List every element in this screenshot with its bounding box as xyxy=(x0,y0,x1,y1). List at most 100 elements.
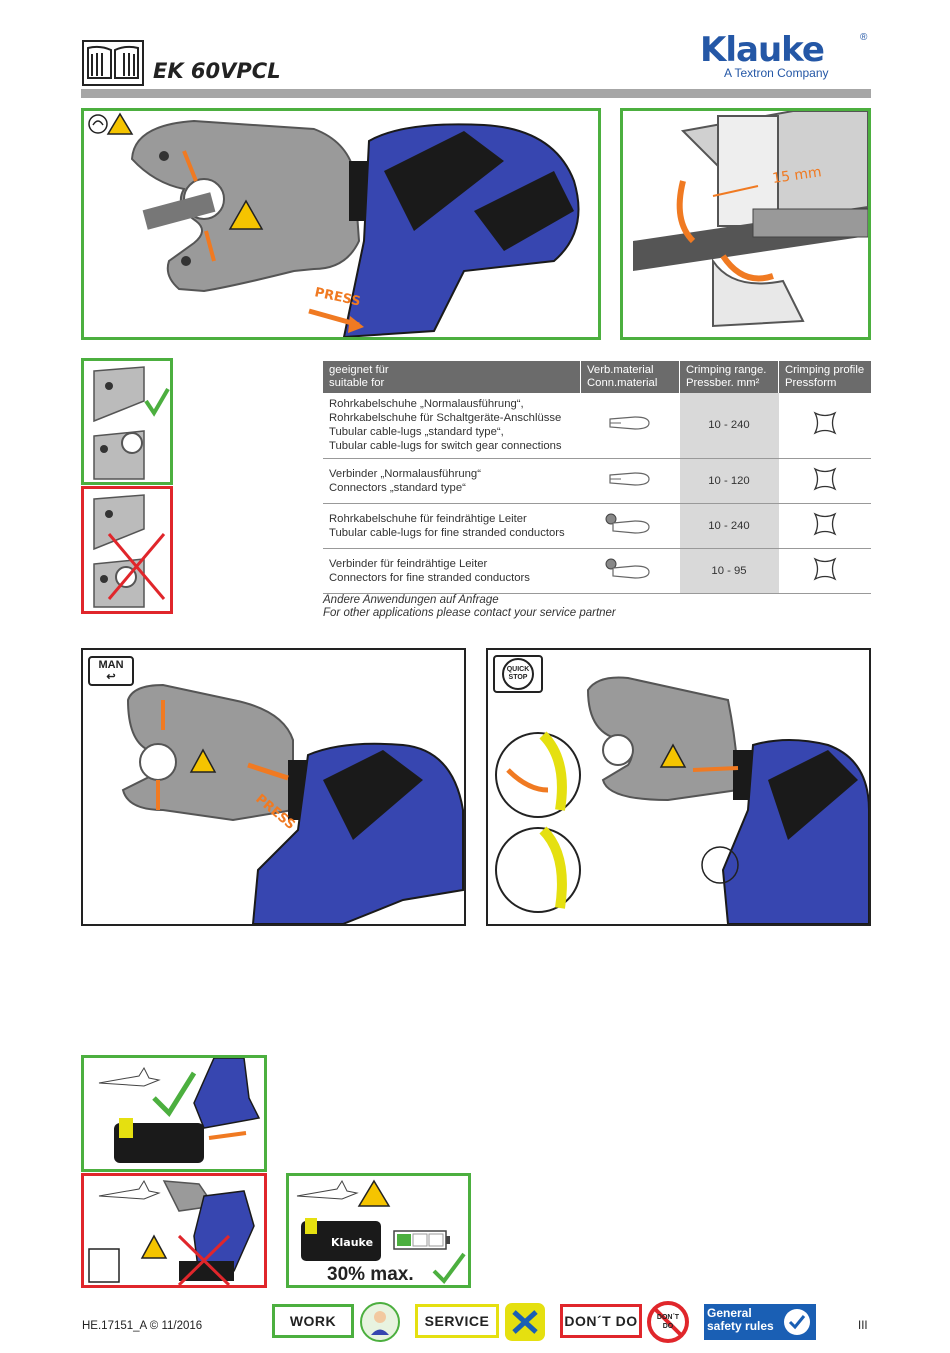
warning-triangle-icon xyxy=(140,1234,168,1259)
row-line: Rohrkabelschuhe für Schaltgeräte-Anschlü… xyxy=(329,412,562,425)
airplane-icon xyxy=(296,1179,359,1200)
crimping-spec-table: geeignet für suitable for Verb.material … xyxy=(323,361,871,594)
row-line: Verbinder für feindrähtige Leiter xyxy=(329,557,488,570)
check-icon xyxy=(432,1252,466,1285)
col-suitable-for: geeignet für suitable for xyxy=(323,361,581,393)
quickstop-badge: QUICK STOP xyxy=(493,655,543,693)
charge-limit-label: 30% max. xyxy=(327,1264,414,1285)
crimp-profile-icon xyxy=(778,548,871,594)
cable-lug-icon xyxy=(580,393,680,459)
crimping-range: 10 - 240 xyxy=(679,503,779,549)
work-button[interactable]: WORK xyxy=(272,1304,354,1338)
general-safety-rules-button[interactable]: General safety rules xyxy=(704,1304,816,1340)
correct-insertion-figure xyxy=(81,358,173,485)
check-icon xyxy=(144,387,170,417)
quickstop-line1: QUICK xyxy=(506,666,530,673)
klauke-logo: Klauke ® A Textron Company xyxy=(700,30,872,82)
dont-do-button[interactable]: DON´T DO xyxy=(560,1304,642,1338)
prohibited-icon: DON´T DO xyxy=(646,1300,690,1344)
crimping-range: 10 - 95 xyxy=(679,548,779,594)
header-en: Conn.material xyxy=(587,377,658,389)
battery-charge-limit: Klauke 30% max. xyxy=(286,1173,471,1288)
crimp-profile-icon xyxy=(778,503,871,549)
measure-label: 15 mm xyxy=(771,164,822,187)
airplane-icon xyxy=(98,1179,161,1200)
figure-strip-length: 15 mm xyxy=(620,108,871,340)
fine-strand-connector-icon xyxy=(580,548,680,594)
connector-icon xyxy=(580,458,680,504)
header-de: geeignet für xyxy=(329,364,389,376)
warning-triangle-icon xyxy=(357,1179,391,1207)
header-en: Pressform xyxy=(785,377,837,389)
header-en: Pressber. mm² xyxy=(686,377,760,389)
battery-removal-correct xyxy=(81,1055,267,1172)
safety-shield-icon xyxy=(784,1309,810,1335)
fine-strand-lug-icon xyxy=(580,503,680,549)
table-row: Verbinder für feindrähtige Leiter Connec… xyxy=(323,548,871,594)
col-crimping-range: Crimping range. Pressber. mm² xyxy=(679,361,779,393)
incorrect-insertion-figure xyxy=(81,486,173,614)
figure-cable-insert: PRESS xyxy=(81,108,601,340)
header-en: suitable for xyxy=(329,377,385,389)
battery-level-icon xyxy=(393,1230,450,1250)
table-header-row: geeignet für suitable for Verb.material … xyxy=(323,361,871,393)
return-arrow-icon: ↩ xyxy=(106,671,116,683)
table-row: Verbinder „Normalausführung“ Connectors … xyxy=(323,458,871,504)
header-de: Crimping range. xyxy=(686,364,767,376)
note-en: For other applications please contact yo… xyxy=(323,607,616,619)
header-rule xyxy=(81,89,871,98)
row-line: Tubular cable-lugs „standard type“, xyxy=(329,426,504,439)
table-row: Rohrkabelschuhe „Normalausführung“, Rohr… xyxy=(323,393,871,459)
battery-in-tool-incorrect xyxy=(81,1173,267,1288)
col-crimping-profile: Crimping profile Pressform xyxy=(778,361,871,393)
airplane-icon xyxy=(98,1066,161,1087)
general-line2: safety rules xyxy=(707,1319,774,1333)
row-line: Tubular cable-lugs for fine stranded con… xyxy=(329,526,565,539)
service-label: SERVICE xyxy=(424,1313,490,1329)
manual-mode-figure: MAN ↩ PRESS xyxy=(81,648,466,926)
col-conn-material: Verb.material Conn.material xyxy=(580,361,680,393)
header-de: Crimping profile xyxy=(785,364,865,376)
row-line: Tubular cable-lugs for switch gear conne… xyxy=(329,440,562,453)
page-number: III xyxy=(858,1320,868,1332)
crimping-range: 10 - 240 xyxy=(679,393,779,459)
quickstop-icon: QUICK STOP xyxy=(502,658,534,690)
suitable-for-cell: Rohrkabelschuhe „Normalausführung“, Rohr… xyxy=(323,393,581,459)
row-line: Rohrkabelschuhe „Normalausführung“, xyxy=(329,398,524,411)
tools-icon xyxy=(504,1302,546,1342)
crimp-profile-icon xyxy=(778,458,871,504)
warning-triangle-icon xyxy=(106,112,134,135)
registered-mark: ® xyxy=(860,32,868,43)
row-line: Connectors for fine stranded conductors xyxy=(329,571,530,584)
check-icon xyxy=(152,1071,197,1117)
worker-icon xyxy=(359,1302,401,1342)
header-de: Verb.material xyxy=(587,364,654,376)
page-title: EK 60VPCL xyxy=(153,59,281,83)
hand-warning-icon xyxy=(88,114,108,134)
crimp-profile-icon xyxy=(778,393,871,459)
cross-icon xyxy=(107,533,166,600)
crimping-range: 10 - 120 xyxy=(679,458,779,504)
row-line: Connectors „standard type“ xyxy=(329,481,466,494)
quickstop-line2: STOP xyxy=(508,674,528,681)
document-id: HE.17151_A © 11/2016 xyxy=(82,1320,203,1332)
service-button[interactable]: SERVICE xyxy=(415,1304,499,1338)
brand-name: Klauke xyxy=(700,30,825,70)
row-line: Rohrkabelschuhe für feindrähtige Leiter xyxy=(329,512,527,525)
battery-brand: Klauke xyxy=(331,1236,373,1249)
suitable-for-cell: Rohrkabelschuhe für feindrähtige Leiter … xyxy=(323,503,581,549)
man-badge: MAN ↩ xyxy=(88,656,134,686)
quickstop-figure: QUICK STOP xyxy=(486,648,871,926)
man-badge-label: MAN xyxy=(98,659,124,671)
brand-tagline: A Textron Company xyxy=(724,66,829,80)
table-row: Rohrkabelschuhe für feindrähtige Leiter … xyxy=(323,503,871,549)
work-label: WORK xyxy=(289,1313,337,1329)
radio-signal-icon xyxy=(88,1248,120,1283)
suitable-for-cell: Verbinder „Normalausführung“ Connectors … xyxy=(323,458,581,504)
manual-book-icon xyxy=(82,40,144,86)
suitable-for-cell: Verbinder für feindrähtige Leiter Connec… xyxy=(323,548,581,594)
note-de: Andere Anwendungen auf Anfrage xyxy=(323,594,499,606)
dont-do-label: DON´T DO xyxy=(564,1313,638,1329)
general-line1: General xyxy=(707,1306,752,1320)
row-line: Verbinder „Normalausführung“ xyxy=(329,467,481,480)
